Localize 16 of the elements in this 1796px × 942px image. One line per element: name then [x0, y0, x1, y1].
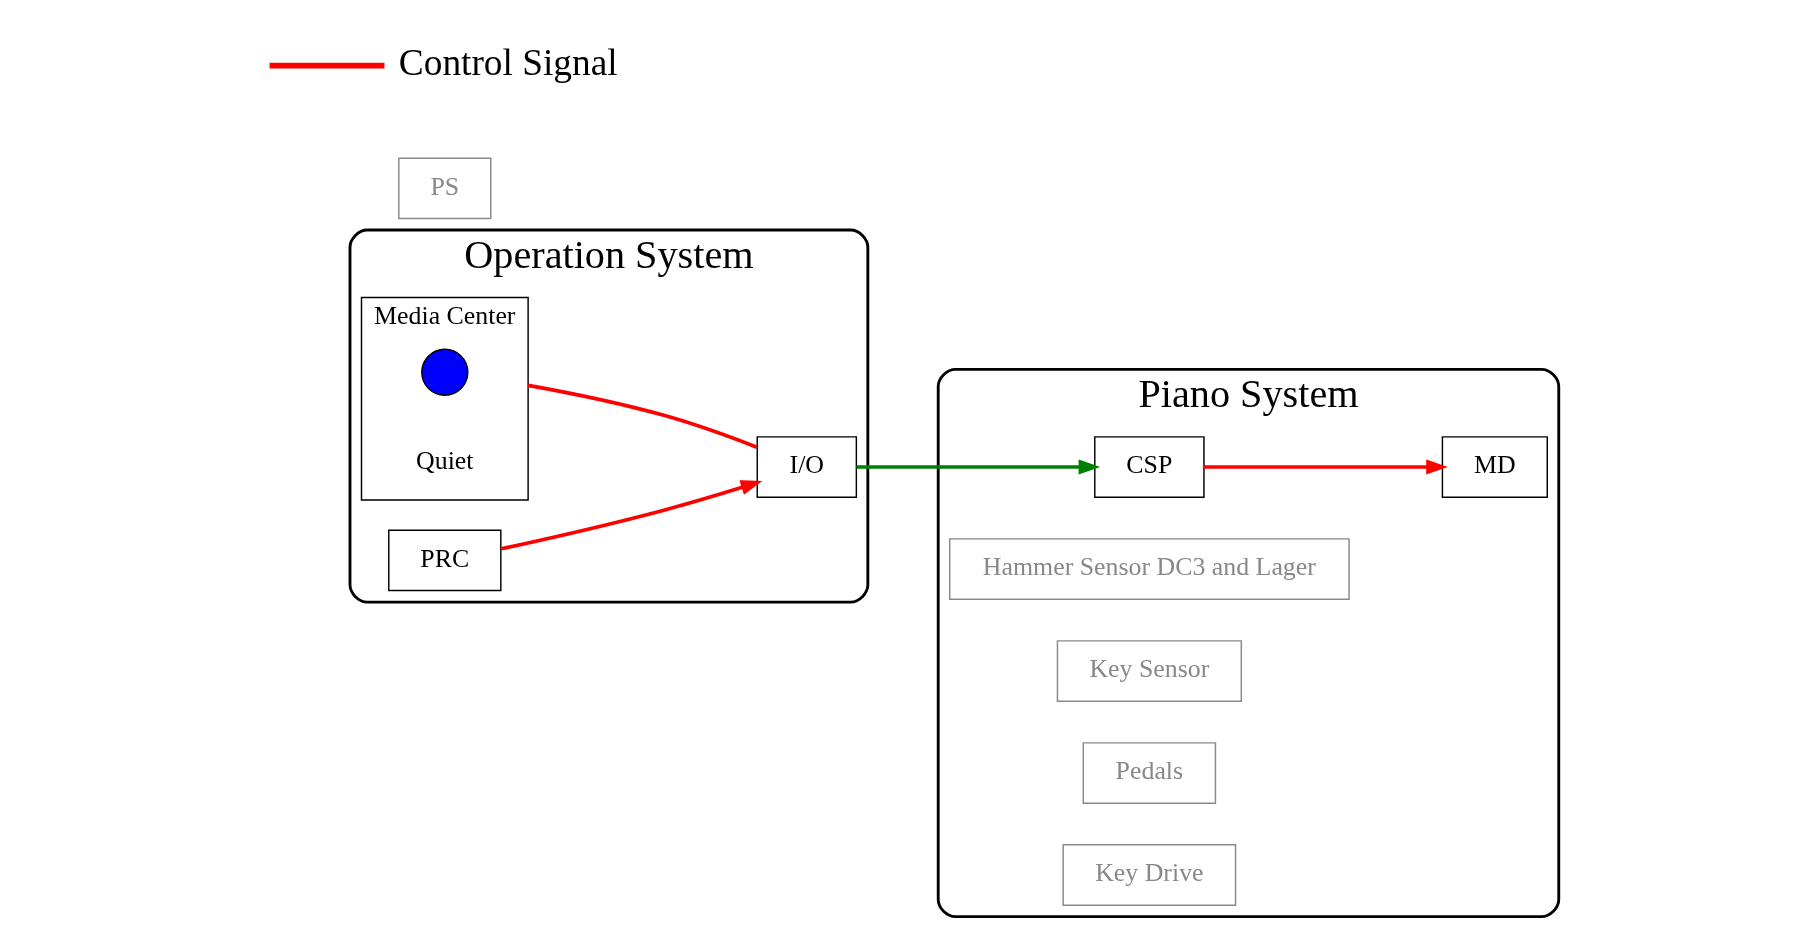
legend-label: Control Signal — [398, 41, 618, 83]
node-label: Quiet — [416, 446, 474, 476]
arrow — [500, 480, 763, 551]
connector — [527, 383, 758, 449]
node-box: PRC — [388, 529, 502, 592]
node-box: Key Sensor — [1056, 640, 1243, 702]
node-box: I/O — [756, 436, 858, 498]
node-box: Hammer Sensor DC3 and Lager — [949, 538, 1350, 600]
arrow — [856, 459, 1101, 475]
node-box: Pedals — [1082, 742, 1217, 804]
node-box: Key Drive — [1062, 844, 1237, 906]
node-box: MD — [1441, 436, 1548, 498]
node-circle — [421, 348, 469, 396]
node-box: PS — [398, 157, 492, 220]
arrow — [1203, 459, 1448, 475]
node-box: CSP — [1094, 436, 1205, 498]
